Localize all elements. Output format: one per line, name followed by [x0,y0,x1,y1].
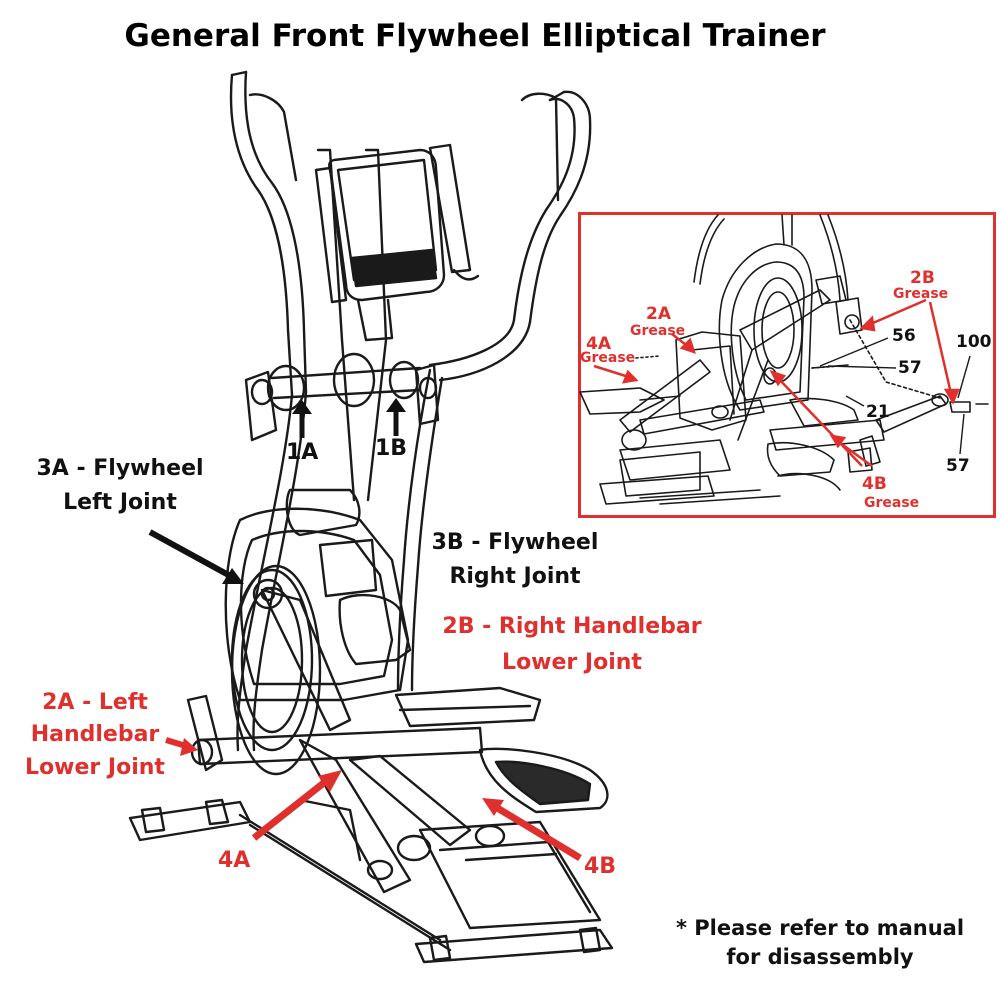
label-1b: 1B [375,436,408,461]
inset-label-4a: 4A [586,334,611,354]
label-3b: 3B - Flywheel Right Joint [420,530,610,591]
label-2a-line3: Lower Joint [25,754,165,780]
inset-label-4a-grease: Grease [580,350,636,366]
label-1a: 1A [286,440,319,465]
arrow-2a [165,737,198,756]
arrow-4a [251,770,342,841]
label-2b: 2B - Right Handlebar Lower Joint [430,614,714,677]
inset-part-100: 100 [956,332,992,352]
inset-part-21: 21 [866,402,890,422]
label-4a: 4A [218,848,251,873]
disassembly-note-line2: for disassembly [726,945,914,970]
arrow-1a [292,400,312,438]
label-3b-line1: 3B - Flywheel [431,530,599,555]
label-3a: 3A - Flywheel Left Joint [20,456,220,517]
inset-label-2b: 2B [910,268,935,288]
inset-part-57-lower: 57 [946,456,970,476]
inset-label-2b-grease: Grease [893,286,949,302]
inset-label-2a: 2A [646,304,671,324]
label-3b-line2: Right Joint [449,564,581,590]
inset-label-4b: 4B [862,474,887,494]
disassembly-note: * Please refer to manual for disassembly [668,916,972,970]
label-2a-line2: Handlebar [30,722,160,748]
label-4b: 4B [584,854,617,879]
label-2b-line2: Lower Joint [502,650,642,676]
page-title: General Front Flywheel Elliptical Traine… [124,18,826,54]
label-2a: 2A - Left Handlebar Lower Joint [10,690,180,781]
arrow-3a [148,529,244,584]
inset-detail-box [578,212,996,518]
inset-part-57-upper: 57 [898,358,922,378]
inset-label-2a-grease: Grease [630,323,686,339]
label-2b-line1: 2B - Right Handlebar [442,614,702,639]
arrow-1b [386,398,406,436]
label-2a-line1: 2A - Left [42,690,148,715]
arrow-4b [482,798,582,861]
inset-label-4b-grease: Grease [864,495,920,511]
inset-part-56: 56 [892,326,916,346]
disassembly-note-line1: * Please refer to manual [675,916,965,940]
label-3a-line2: Left Joint [63,490,177,516]
label-3a-line1: 3A - Flywheel [36,456,204,481]
